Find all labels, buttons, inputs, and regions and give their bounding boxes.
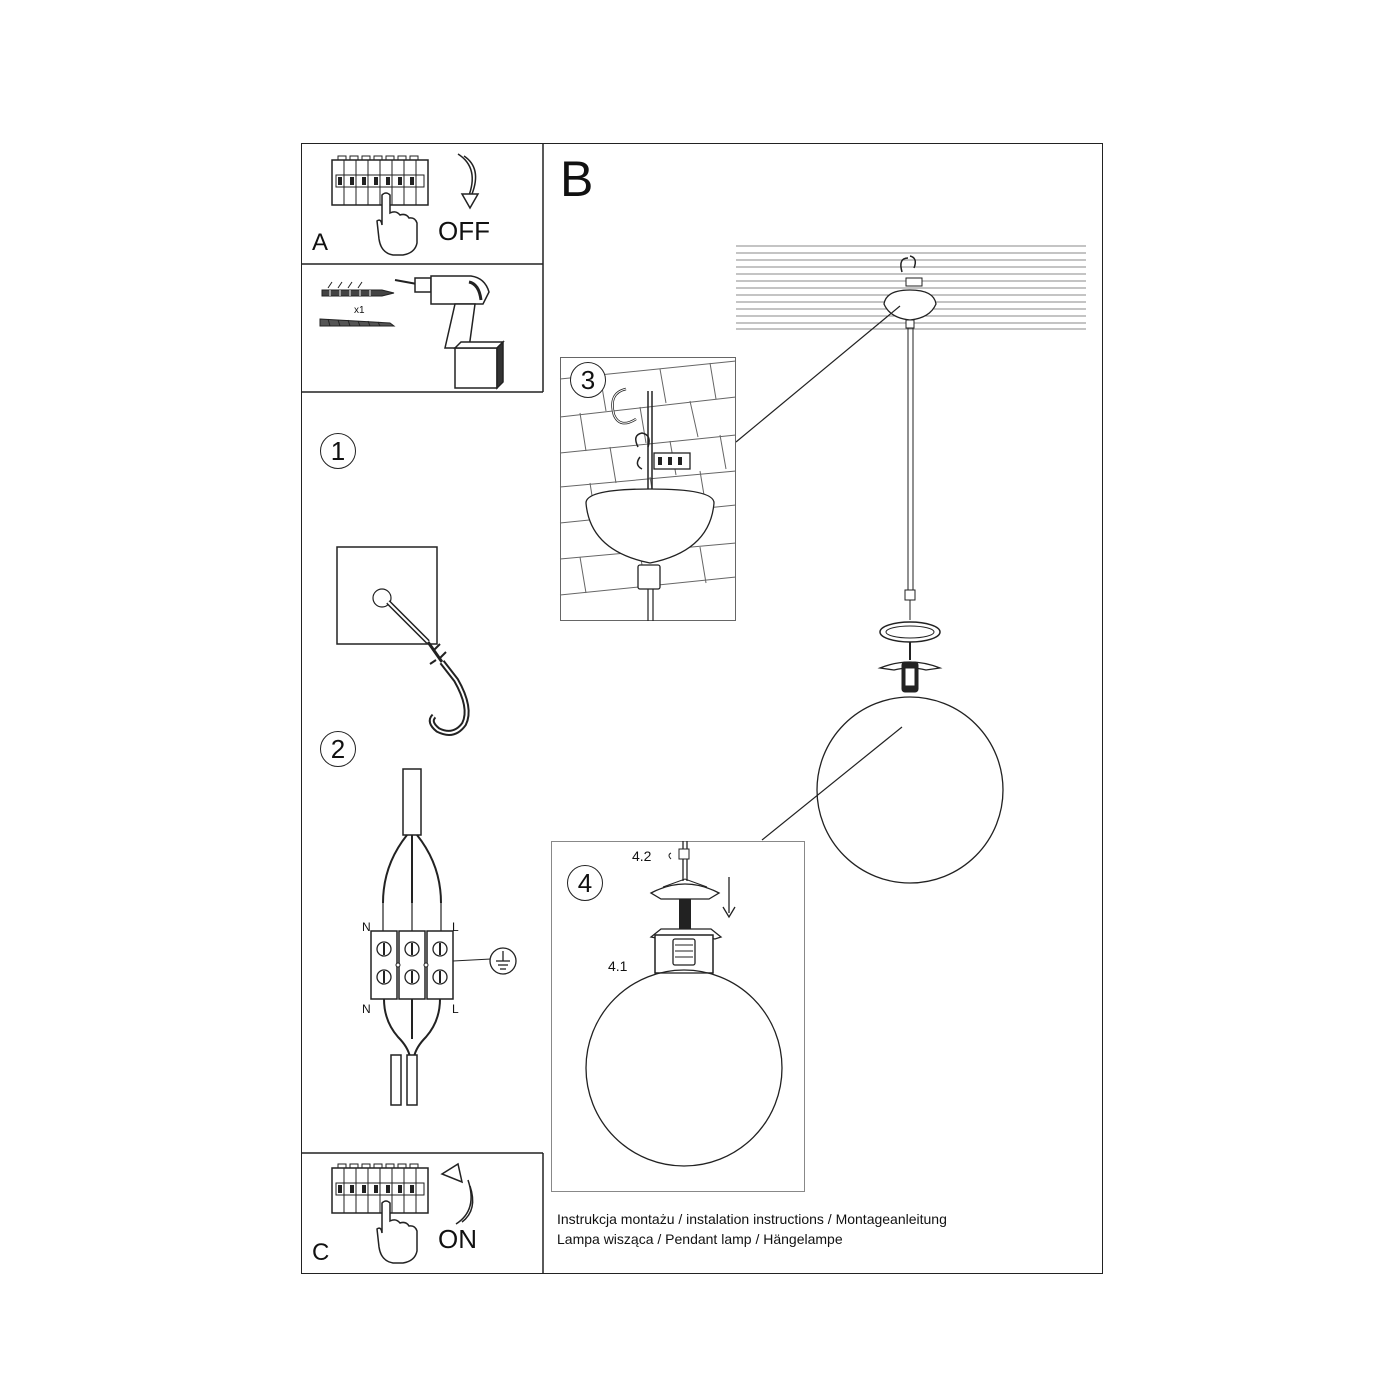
shade-fitting-detail <box>585 841 783 1167</box>
panel-a-letter: A <box>312 229 329 256</box>
wall-plug-icon <box>321 281 395 297</box>
part-4-2-label: 4.2 <box>632 848 652 864</box>
step-4-badge: 4 <box>567 865 603 901</box>
part-4-1-label: 4.1 <box>608 958 628 974</box>
screw-icon <box>319 318 396 327</box>
panel-c-letter: C <box>312 1239 330 1266</box>
ceiling-hook-detail <box>559 360 737 621</box>
wiring-diagram <box>370 768 517 1106</box>
breaker-off-illustration <box>331 155 429 256</box>
panel-c-action: ON <box>438 1224 477 1254</box>
hook-mounting-illustration <box>336 546 470 736</box>
wire-n-top: N <box>362 920 371 934</box>
drill-icon <box>394 275 505 390</box>
wire-l-top: L <box>452 920 459 934</box>
caption-line-1: Instrukcja montażu / instalation instruc… <box>557 1211 947 1227</box>
wire-n-bottom: N <box>362 1002 371 1016</box>
breaker-on-illustration <box>331 1163 429 1264</box>
off-arrow-icon <box>457 153 480 210</box>
on-arrow-icon <box>440 1162 474 1225</box>
panel-a-action: OFF <box>438 216 490 246</box>
step-1-badge: 1 <box>320 433 356 469</box>
instructions-caption: Instrukcja montażu / instalation instruc… <box>557 1209 947 1250</box>
step-3-badge: 3 <box>570 362 606 398</box>
panel-b-letter: B <box>560 151 594 207</box>
hardware-quantity: x1 <box>354 305 365 316</box>
instruction-sheet-frame <box>301 143 1103 1274</box>
wire-l-bottom: L <box>452 1002 459 1016</box>
caption-line-2: Lampa wisząca / Pendant lamp / Hängelamp… <box>557 1231 843 1248</box>
step-2-badge: 2 <box>320 731 356 767</box>
